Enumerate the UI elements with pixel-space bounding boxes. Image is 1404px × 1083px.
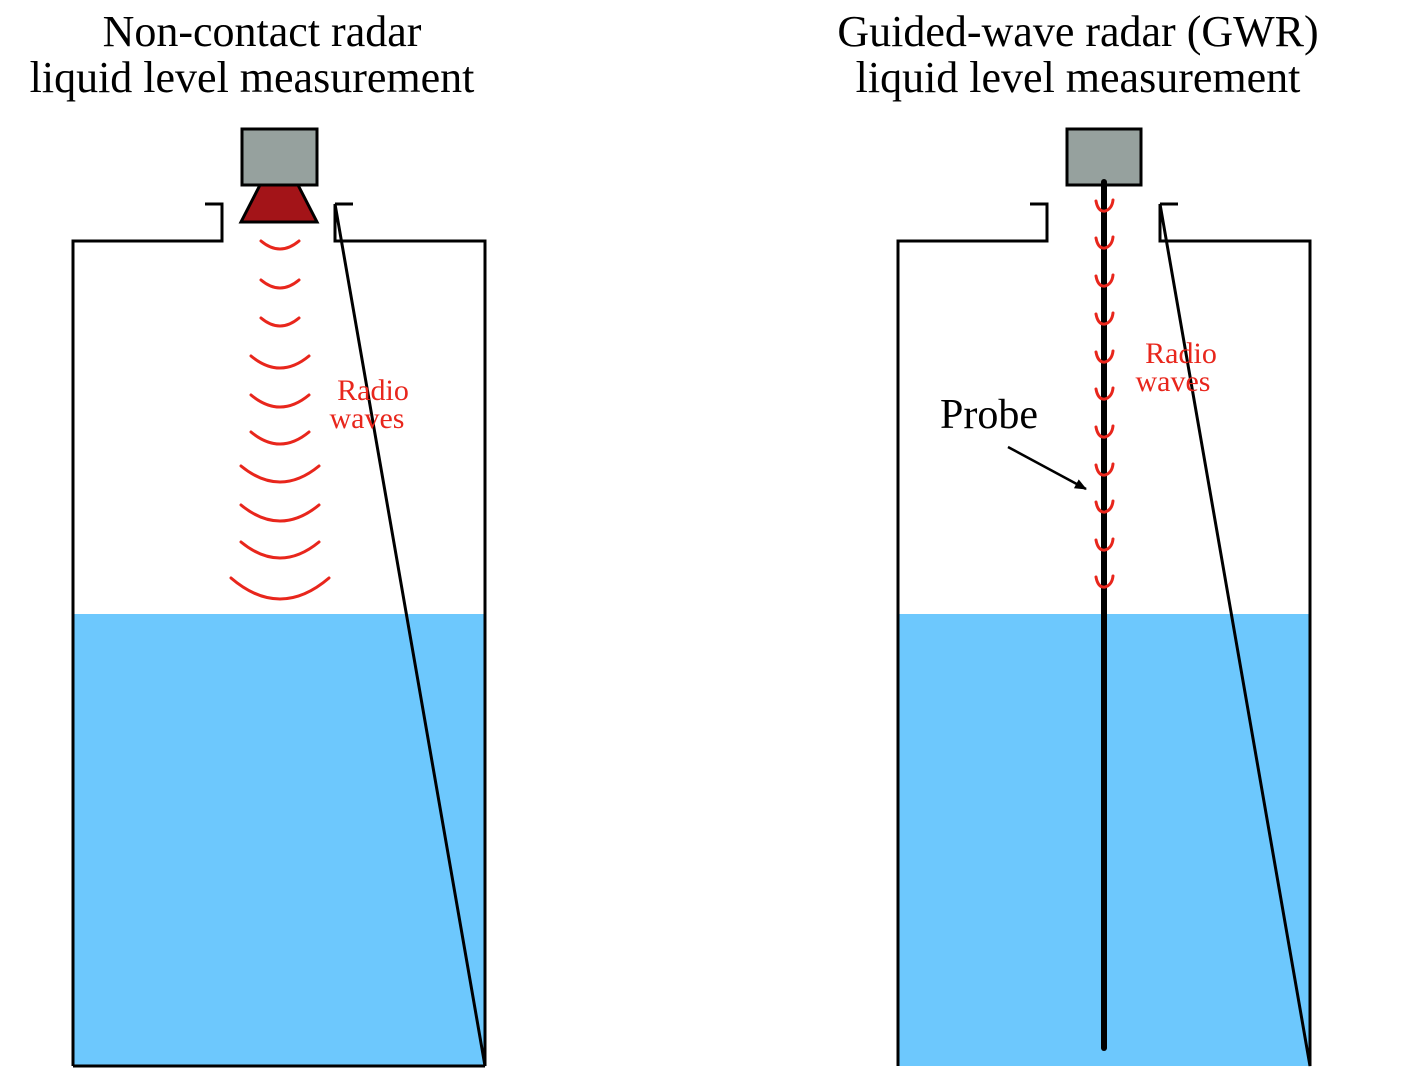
left-wave-arc	[239, 503, 321, 523]
guided-wave-radar-panel: Guided-wave radar (GWR) liquid level mea…	[837, 7, 1319, 1067]
right-wave-arc	[1094, 499, 1115, 514]
right-wave-arc	[1094, 198, 1115, 213]
left-wave-arc	[239, 540, 321, 560]
right-wave-arc	[1094, 349, 1115, 364]
right-wave-arc	[1094, 537, 1115, 552]
left-wave-arc	[259, 239, 301, 251]
left-wave-arc	[249, 430, 311, 446]
right-transmitter-housing	[1065, 127, 1143, 187]
horn-antenna	[238, 183, 320, 224]
right-wave-arc	[1094, 424, 1115, 439]
left-liquid	[73, 614, 485, 1066]
left-wave-label-line1: Radio	[337, 374, 409, 407]
left-tank-outline	[71, 202, 487, 1067]
right-title-line2: liquid level measurement	[856, 53, 1301, 102]
right-wave-arc	[1094, 273, 1115, 288]
right-wave-arc	[1094, 386, 1115, 401]
right-radio-waves	[1094, 198, 1115, 589]
non-contact-radar-panel: Non-contact radar liquid level measureme…	[30, 7, 487, 1068]
right-wave-arc	[1094, 235, 1115, 250]
left-title-line2: liquid level measurement	[30, 53, 475, 102]
right-wave-label-line1: Radio	[1145, 337, 1217, 370]
left-wave-arc	[259, 316, 301, 328]
probe-label: Probe	[940, 392, 1038, 438]
left-wave-arc	[249, 354, 311, 370]
right-title-line1: Guided-wave radar (GWR)	[837, 7, 1318, 56]
left-transmitter-housing	[240, 127, 319, 187]
left-wave-arc	[259, 278, 301, 290]
right-wave-arc	[1094, 311, 1115, 326]
left-radio-waves	[229, 239, 331, 601]
right-wave-arc	[1094, 462, 1115, 477]
left-wave-arc	[239, 464, 321, 484]
left-wave-arc	[249, 393, 311, 409]
left-wave-arc	[229, 576, 331, 601]
left-title-line1: Non-contact radar	[103, 7, 422, 56]
right-wave-label-line2: waves	[1136, 365, 1211, 398]
right-wave-arc	[1094, 574, 1115, 589]
probe-arrow	[1007, 445, 1087, 491]
right-tank-outline	[896, 202, 1312, 1067]
left-wave-label-line2: waves	[330, 402, 405, 435]
